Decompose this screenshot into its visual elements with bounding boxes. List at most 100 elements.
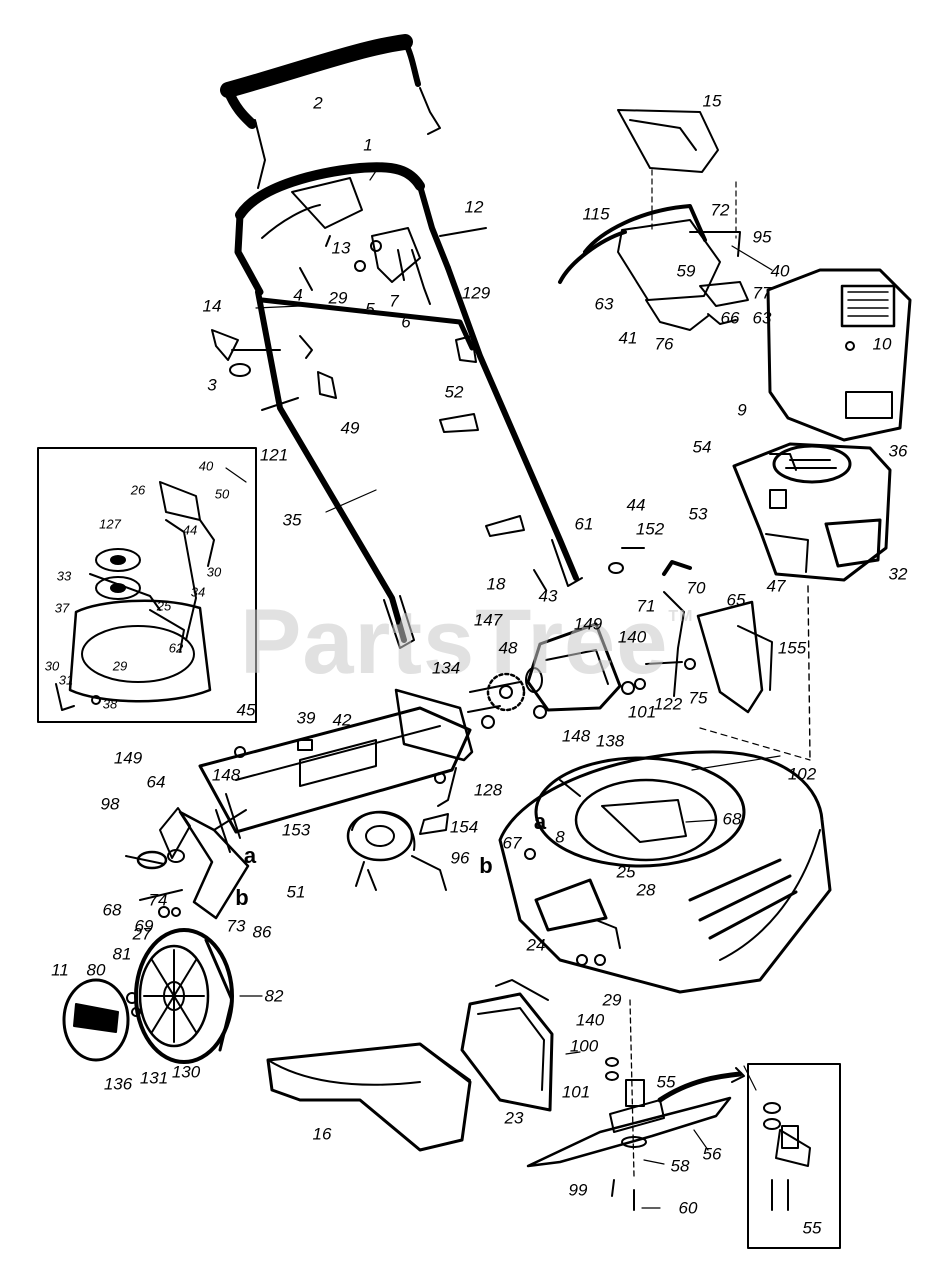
rear-door-inset-frame — [37, 447, 257, 723]
deflector-assembly — [558, 109, 773, 331]
inset-callout-50: 50 — [214, 486, 230, 502]
callout-152: 152 — [635, 519, 665, 539]
callout-68-b: 68 — [102, 900, 122, 920]
adapter-inset-frame — [747, 1063, 841, 1249]
callout-39: 39 — [296, 708, 316, 728]
callout-148-b: 148 — [211, 765, 241, 785]
callout-16: 16 — [312, 1124, 332, 1144]
callout-48: 48 — [498, 638, 518, 658]
upper-handle — [234, 162, 451, 296]
callout-99: 99 — [568, 1180, 588, 1200]
callout-95: 95 — [752, 227, 772, 247]
callout-59: 59 — [676, 261, 696, 281]
inset-callout-37: 37 — [54, 600, 70, 616]
mower-deck — [498, 750, 832, 994]
callout-49: 49 — [340, 418, 360, 438]
callout-64: 64 — [146, 772, 166, 792]
callout-18: 18 — [486, 574, 506, 594]
grass-bag — [266, 979, 554, 1152]
drive-assembly — [467, 622, 646, 729]
callout-65: 65 — [726, 590, 746, 610]
callout-54: 54 — [692, 437, 712, 457]
callout-36: 36 — [888, 441, 908, 461]
inset-callout-44: 44 — [182, 522, 198, 538]
control-cable — [346, 810, 447, 891]
inset-callout-127: 127 — [99, 516, 121, 532]
frame — [198, 688, 474, 853]
throttle-control — [608, 547, 773, 714]
callout-69: 69 — [134, 916, 154, 936]
callout-45: 45 — [236, 700, 256, 720]
marker-b-frame: b — [235, 885, 249, 910]
inset-callout-33: 33 — [56, 568, 72, 584]
inset-callout-40: 40 — [198, 458, 214, 474]
callout-53: 53 — [688, 504, 708, 524]
wheel-assembly — [62, 928, 234, 1064]
leader-lines — [225, 167, 781, 1209]
callout-40: 40 — [770, 261, 790, 281]
callout-8: 8 — [555, 827, 565, 847]
inset-callout-62: 62 — [168, 640, 184, 656]
callout-1: 1 — [363, 135, 373, 155]
callout-7: 7 — [389, 291, 399, 311]
callout-73: 73 — [226, 916, 246, 936]
callout-6: 6 — [401, 312, 411, 332]
callout-56: 56 — [702, 1144, 722, 1164]
callout-149-b: 149 — [113, 748, 143, 768]
callout-3: 3 — [207, 375, 217, 395]
callout-101-b: 101 — [561, 1082, 591, 1102]
callout-63: 63 — [594, 294, 614, 314]
inset-callout-26: 26 — [130, 482, 146, 498]
marker-a-deck: a — [533, 809, 547, 834]
callout-75: 75 — [688, 688, 708, 708]
callout-55: 55 — [656, 1072, 676, 1092]
callout-136: 136 — [103, 1074, 133, 1094]
callout-35: 35 — [282, 510, 302, 530]
upper-handle-grip — [220, 34, 441, 189]
callout-140: 140 — [617, 627, 647, 647]
control-bracket — [325, 227, 487, 305]
callout-115: 115 — [582, 204, 610, 224]
callout-9: 9 — [737, 400, 747, 420]
callout-29: 29 — [328, 288, 348, 308]
engine-shroud — [766, 268, 912, 442]
callout-148: 148 — [561, 726, 591, 746]
callout-138: 138 — [595, 731, 625, 751]
callout-23: 23 — [504, 1108, 524, 1128]
callout-27: 27 — [132, 924, 152, 944]
callout-130: 130 — [171, 1062, 201, 1082]
callout-154: 154 — [449, 817, 479, 837]
callout-10: 10 — [872, 334, 892, 354]
callout-47: 47 — [766, 576, 786, 596]
adapter-inset — [763, 1102, 811, 1211]
marker-a-frame: a — [243, 843, 257, 868]
callout-86: 86 — [252, 922, 272, 942]
callout-82: 82 — [264, 986, 284, 1006]
engine — [699, 442, 892, 761]
inset-callout-30-b: 30 — [44, 658, 60, 674]
callout-15: 15 — [702, 91, 722, 111]
callout-71: 71 — [636, 596, 656, 616]
callout-42: 42 — [332, 710, 352, 730]
blade-assembly — [526, 999, 745, 1211]
callout-12: 12 — [464, 197, 484, 217]
callout-147: 147 — [473, 610, 503, 630]
callout-61: 61 — [574, 514, 594, 534]
marker-b-deck: b — [479, 853, 493, 878]
callout-66: 66 — [720, 308, 740, 328]
callout-14: 14 — [202, 296, 222, 316]
callout-77: 77 — [752, 283, 772, 303]
callout-131: 131 — [139, 1068, 169, 1088]
inset-callout-34: 34 — [190, 584, 206, 600]
callout-5: 5 — [365, 299, 375, 319]
callout-4: 4 — [293, 285, 303, 305]
callout-155: 155 — [777, 638, 807, 658]
callout-60: 60 — [678, 1198, 698, 1218]
callout-102: 102 — [787, 764, 817, 784]
callout-81: 81 — [112, 944, 132, 964]
callout-76: 76 — [654, 334, 674, 354]
callout-63-b: 63 — [752, 308, 772, 328]
callout-55-b: 55 — [802, 1218, 822, 1238]
callout-101: 101 — [627, 702, 657, 722]
